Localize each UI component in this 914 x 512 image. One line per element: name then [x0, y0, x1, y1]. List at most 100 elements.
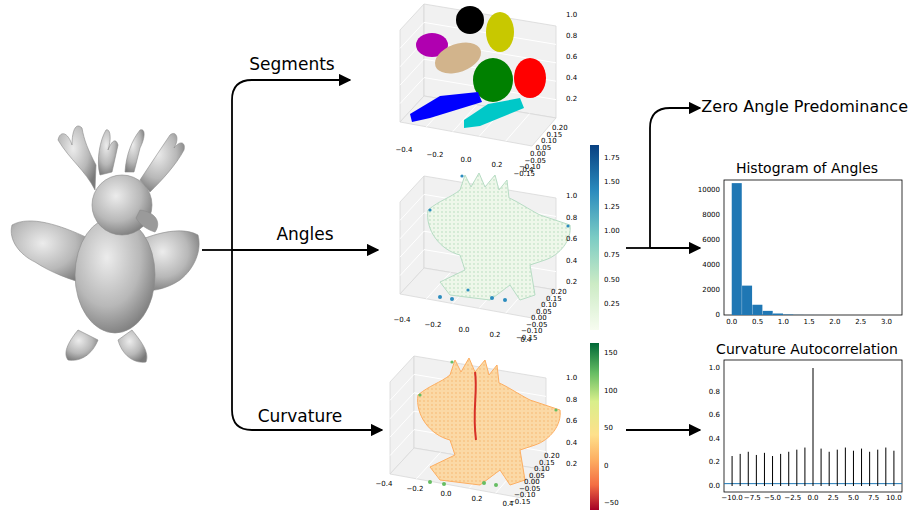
mesh-illustration: [11, 126, 199, 362]
figure-path: [118, 330, 147, 362]
figure-line: [764, 453, 765, 486]
figure-rect: [752, 305, 762, 315]
heading-node: Zero Angle Predominance: [699, 97, 914, 117]
figure-line: [400, 194, 424, 220]
figure-path: [140, 133, 184, 192]
tick-label: 0.4: [566, 439, 577, 446]
tick-label: 0.0: [458, 327, 469, 334]
tick-label: −2.5: [784, 495, 801, 502]
colorbar: [590, 145, 599, 330]
tick-label: 0.2: [489, 332, 500, 339]
figure-line: [869, 452, 870, 486]
figure-rect: [732, 183, 742, 315]
figure-rect: [742, 286, 752, 315]
tick-label: 5.0: [848, 495, 859, 502]
figure-line: [804, 448, 805, 486]
tick-label: −0.2: [407, 486, 424, 493]
figure-path: [136, 210, 158, 232]
tick-label: −0.4: [394, 317, 411, 324]
tick-label: 3.0: [881, 319, 892, 326]
tick-label: 0.2: [709, 459, 720, 466]
heading-text: Histogram of Angles: [702, 161, 912, 176]
arrow-label: Curvature: [258, 408, 343, 425]
figure-line: [853, 451, 854, 486]
figure-circle: [418, 393, 421, 396]
tick-label: 0.75: [604, 252, 620, 259]
tick-label: 0.2: [471, 496, 482, 503]
figure-circle: [428, 480, 432, 484]
arrow-label: Segments: [249, 56, 334, 73]
tick-label: 0.6: [566, 418, 577, 425]
tick-label: −10.0: [721, 495, 742, 502]
figure-line: [861, 449, 862, 486]
tick-label: 0.6: [709, 412, 720, 419]
tick-label: 0.2: [566, 279, 577, 286]
figure-path: [232, 80, 350, 250]
figure-line: [732, 456, 733, 486]
tick-label: 0.0: [709, 483, 720, 490]
figure-path: [650, 108, 700, 248]
figure-circle: [494, 483, 498, 487]
heading-node: Histogram of Angles: [700, 160, 914, 177]
figure-rect: [773, 314, 783, 316]
figure-use: [418, 358, 561, 485]
figure-line: [756, 455, 757, 486]
tick-label: 0: [604, 462, 608, 469]
tick-label: −0.4: [396, 147, 413, 154]
axes-3d: [400, 4, 556, 146]
tick-label: −0.15: [514, 170, 535, 177]
tick-label: 6000: [702, 237, 720, 244]
figure-circle: [490, 296, 494, 300]
tick-label: 1.0: [566, 12, 577, 19]
tick-label: 1.0: [778, 319, 789, 326]
tick-label: −0.2: [425, 322, 442, 329]
tick-label: 0.0: [460, 157, 471, 164]
tick-label: 8000: [702, 212, 720, 219]
tick-label: 0.0: [807, 495, 818, 502]
tick-label: 0.6: [566, 54, 577, 61]
tick-label: 0.6: [566, 236, 577, 243]
tick-label: −7.5: [744, 495, 761, 502]
tick-label: 7.5: [868, 495, 879, 502]
tick-label: 0.8: [566, 396, 577, 403]
figure-path: [650, 247, 700, 249]
figure-line: [780, 454, 781, 486]
tick-label: 0.8: [566, 33, 577, 40]
tick-label: 0.5: [752, 319, 763, 326]
figure-path: [202, 249, 232, 251]
figure-line: [877, 450, 878, 486]
figure-rect: [724, 180, 902, 315]
figure-rect: [804, 314, 814, 315]
figure-line: [813, 368, 814, 486]
figure-circle: [442, 482, 446, 486]
figure-path: [400, 96, 556, 146]
figure-ellipse: [514, 58, 546, 98]
tick-label: 0.2: [566, 461, 577, 468]
figure-circle: [466, 288, 469, 291]
figure-path: [125, 130, 144, 172]
figure-line: [845, 448, 846, 486]
tick-label: 2.5: [828, 495, 839, 502]
figure-use: [428, 173, 571, 300]
colorbar: [590, 343, 599, 510]
tick-label: 0.0: [726, 319, 737, 326]
tick-label: 150: [604, 350, 617, 357]
angles-scatter: [428, 173, 571, 302]
tick-label: 1.75: [604, 155, 620, 162]
figure-line: [506, 114, 530, 142]
figure-path: [98, 130, 118, 175]
heading-text: Curvature Autocorrelation: [702, 342, 912, 357]
figure-circle: [450, 297, 454, 301]
figure-line: [829, 452, 830, 486]
figure-path: [58, 126, 96, 190]
figure-line: [893, 451, 894, 486]
figure-circle: [450, 360, 453, 363]
tick-label: 1.0: [709, 365, 720, 372]
tick-label: 10000: [698, 187, 720, 194]
figure-line: [821, 449, 822, 486]
figure-path: [464, 98, 524, 128]
tick-label: 100: [604, 387, 617, 394]
figure-ellipse: [456, 6, 484, 34]
tick-label: 4000: [702, 262, 720, 269]
heading-text: Zero Angle Predominance: [701, 98, 912, 116]
